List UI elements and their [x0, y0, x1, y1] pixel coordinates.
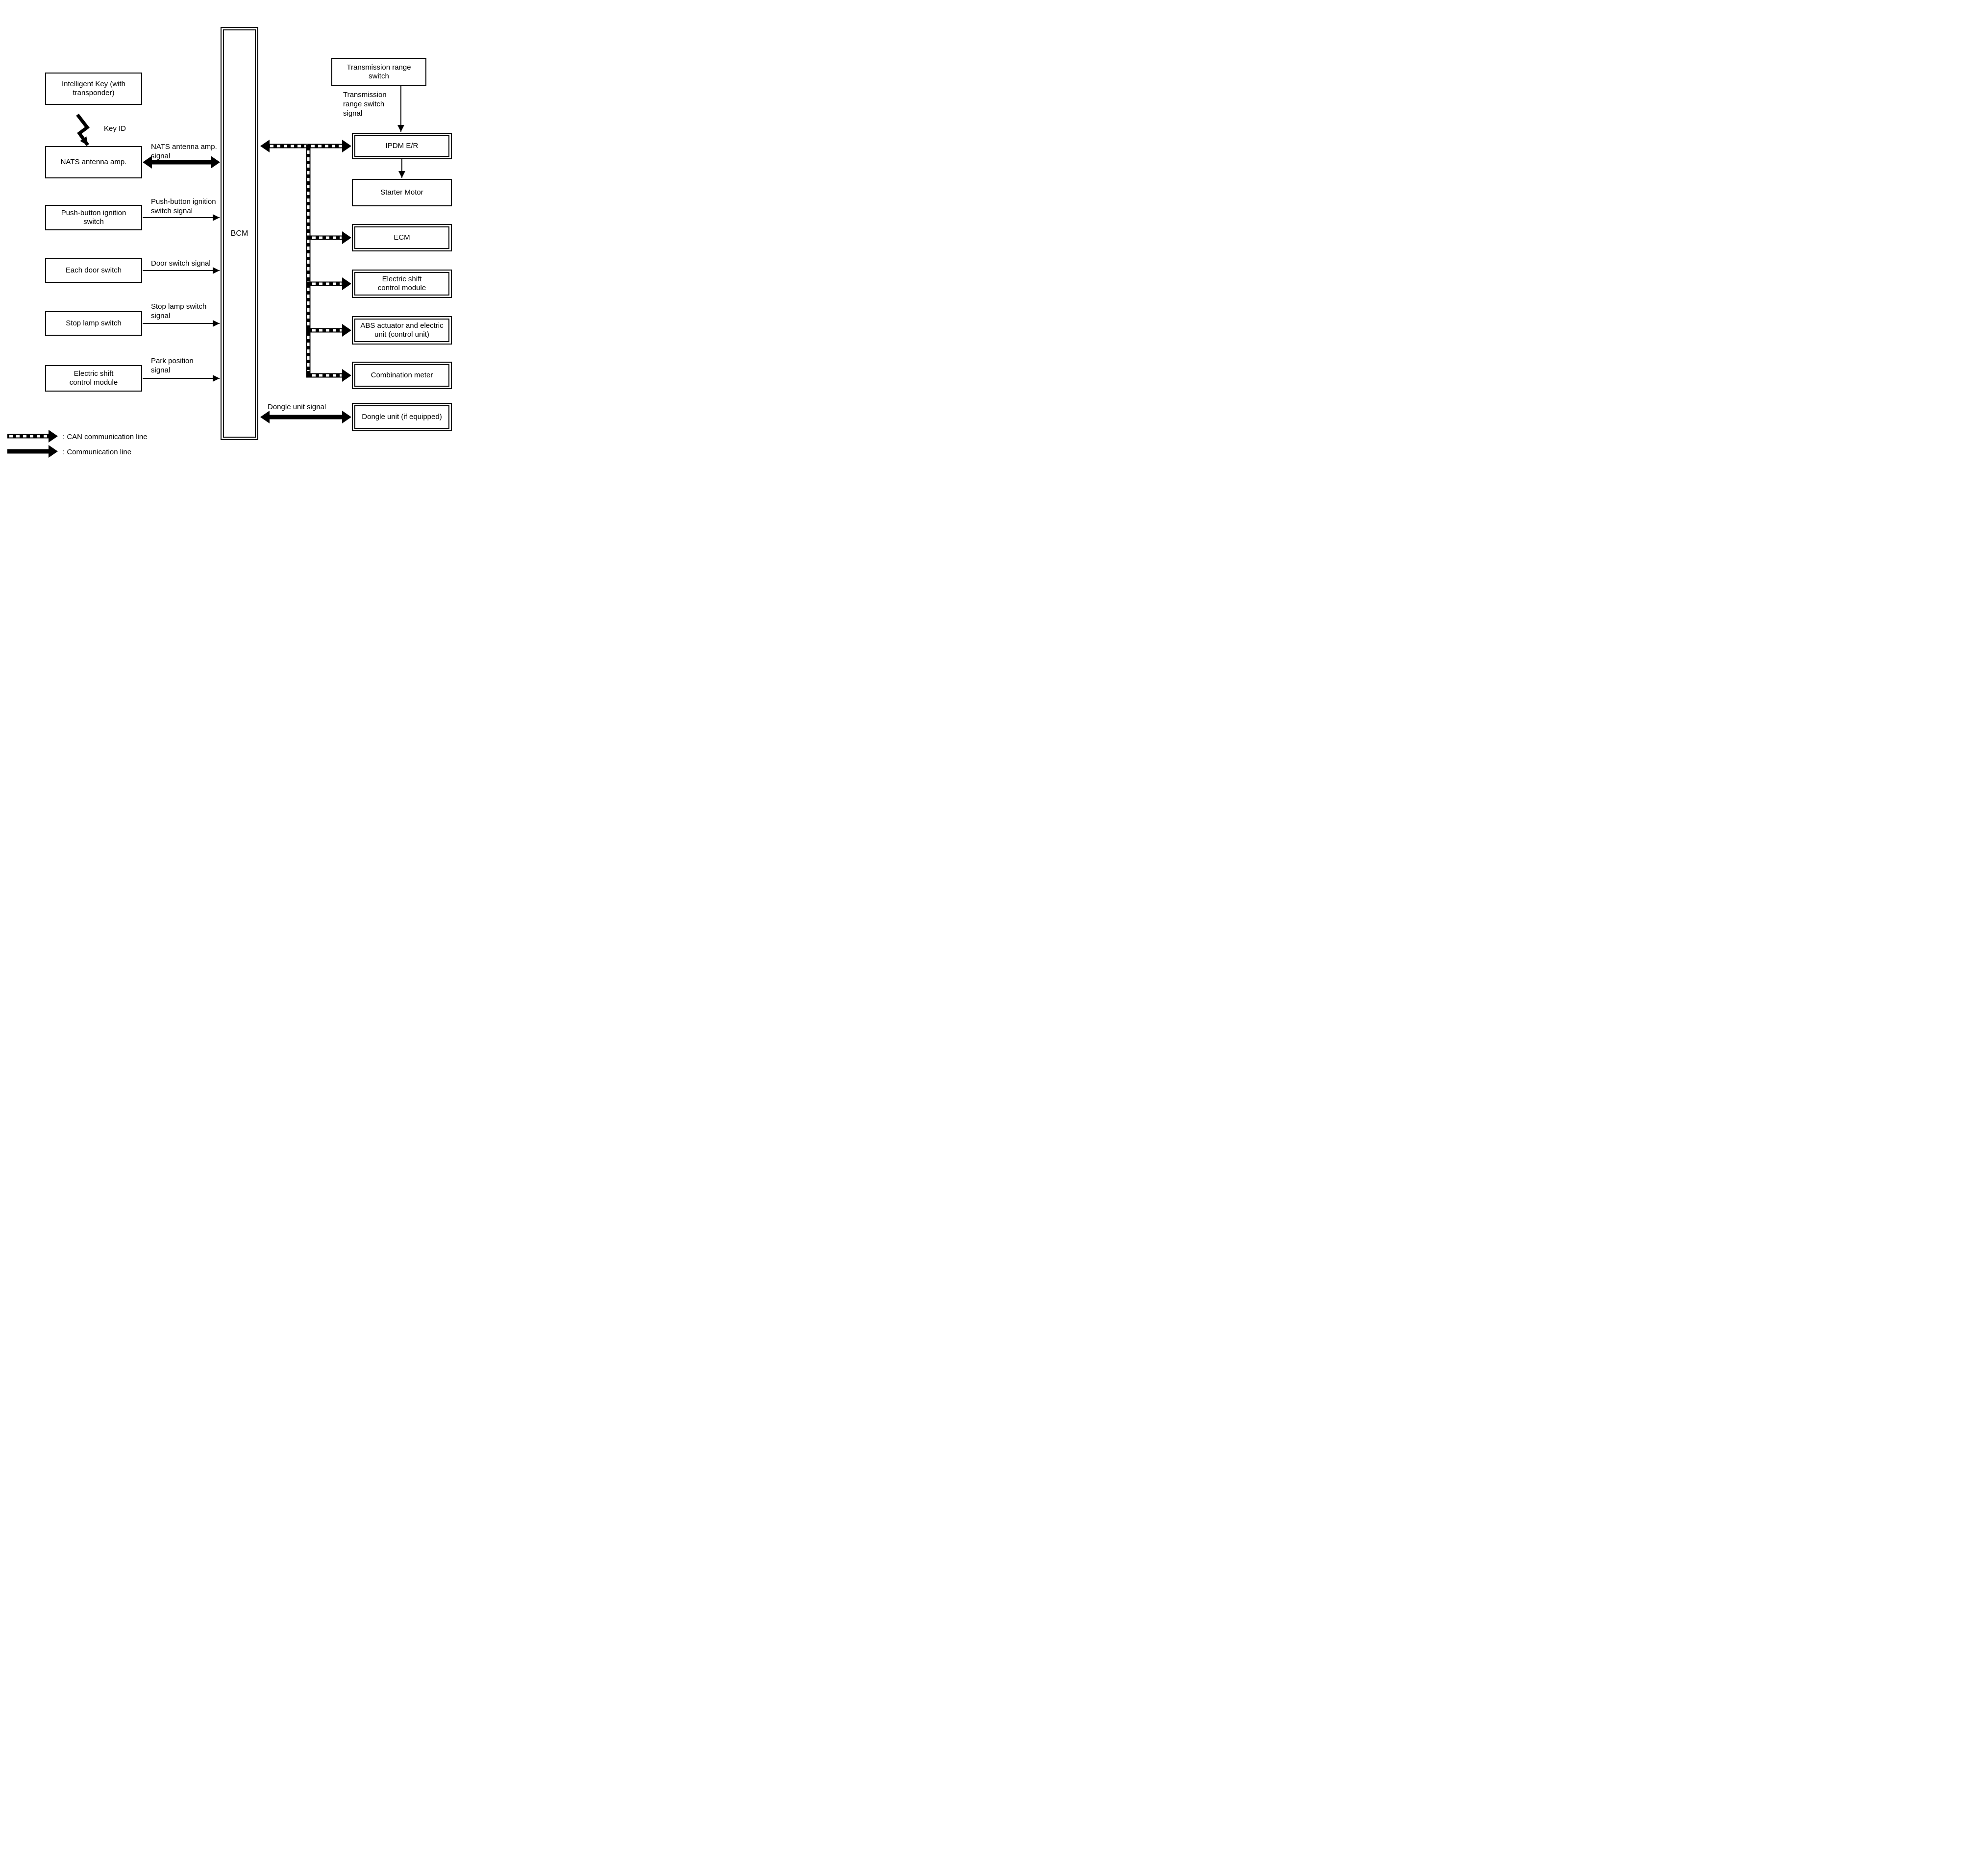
can-branch-abs-arrow — [306, 324, 351, 337]
legend-can-label: : CAN communication line — [63, 433, 148, 441]
legend-comm-label: : Communication line — [63, 448, 132, 456]
box-dongle-unit: Dongle unit (if equipped) — [352, 403, 452, 431]
can-branch-ecm-arrow — [306, 231, 351, 244]
ecm-label: ECM — [394, 233, 410, 242]
label-trs-signal-line1: Transmission — [343, 91, 387, 99]
push-label-line1: Push-button ignition — [61, 208, 126, 217]
bcm-label: BCM — [230, 229, 248, 238]
box-each-door-switch: Each door switch — [45, 258, 142, 283]
label-stop-signal: Stop lamp switch signal — [151, 302, 206, 321]
can-branch-escm-arrow — [306, 277, 351, 290]
label-park-signal: Park position signal — [151, 356, 194, 375]
label-trs-signal: Transmission range switch signal — [343, 90, 387, 118]
abs-label-line2: unit (control unit) — [374, 330, 429, 339]
label-door-signal: Door switch signal — [151, 259, 211, 268]
label-nats-signal-line2: signal — [151, 152, 171, 160]
box-bcm: BCM — [221, 27, 258, 440]
intelligent-key-label-line2: transponder) — [73, 89, 115, 97]
box-starter-motor: Starter Motor — [352, 179, 452, 206]
label-stop-signal-line2: signal — [151, 312, 171, 320]
label-park-signal-line1: Park position — [151, 357, 194, 365]
label-nats-signal-line1: NATS antenna amp. — [151, 143, 217, 151]
label-dongle-signal: Dongle unit signal — [268, 403, 326, 411]
abs-label-line1: ABS actuator and electric — [360, 321, 444, 330]
door-label: Each door switch — [65, 266, 122, 274]
can-branch-comb-arrow — [306, 369, 351, 382]
label-push-signal-line2: switch signal — [151, 207, 193, 215]
label-push-signal-line1: Push-button ignition — [151, 197, 216, 206]
trs-label-line1: Transmission range — [346, 63, 411, 72]
legend-can-arrow-icon — [7, 430, 58, 443]
key-id-bolt-arrow-icon — [76, 113, 90, 147]
dongle-label: Dongle unit (if equipped) — [362, 412, 442, 421]
box-ecm: ECM — [352, 224, 452, 251]
label-nats-signal: NATS antenna amp. signal — [151, 142, 217, 161]
label-key-id: Key ID — [104, 124, 126, 133]
box-combination-meter: Combination meter — [352, 362, 452, 389]
box-ipdm-er: IPDM E/R — [352, 133, 452, 159]
ipdm-label: IPDM E/R — [385, 141, 419, 150]
label-park-signal-line2: signal — [151, 366, 171, 374]
can-bus-horizontal-arrow — [260, 140, 351, 152]
dongle-signal-arrow — [260, 411, 351, 423]
shift-label-line2: control module — [69, 378, 118, 387]
push-label-line2: switch — [83, 218, 104, 226]
trs-label-line2: switch — [369, 72, 389, 80]
starter-label: Starter Motor — [380, 188, 423, 197]
label-stop-signal-line1: Stop lamp switch — [151, 302, 207, 311]
comb-label: Combination meter — [371, 370, 433, 379]
legend-comm-arrow-icon — [7, 445, 58, 458]
nats-signal-arrow — [143, 156, 220, 169]
intelligent-key-label-line1: Intelligent Key (with — [61, 79, 126, 88]
escm-label-line1: Electric shift — [382, 274, 422, 283]
box-stop-lamp-switch: Stop lamp switch — [45, 311, 142, 336]
stop-label: Stop lamp switch — [66, 319, 122, 327]
escm-label-line2: control module — [377, 284, 426, 292]
shift-label-line1: Electric shift — [74, 369, 114, 378]
box-nats-antenna-amp: NATS antenna amp. — [45, 146, 142, 178]
label-trs-signal-line2: range switch — [343, 100, 385, 108]
nats-label: NATS antenna amp. — [60, 157, 127, 166]
label-trs-signal-line3: signal — [343, 109, 363, 118]
wiring-layer — [7, 86, 405, 458]
label-push-signal: Push-button ignition switch signal — [151, 197, 216, 216]
